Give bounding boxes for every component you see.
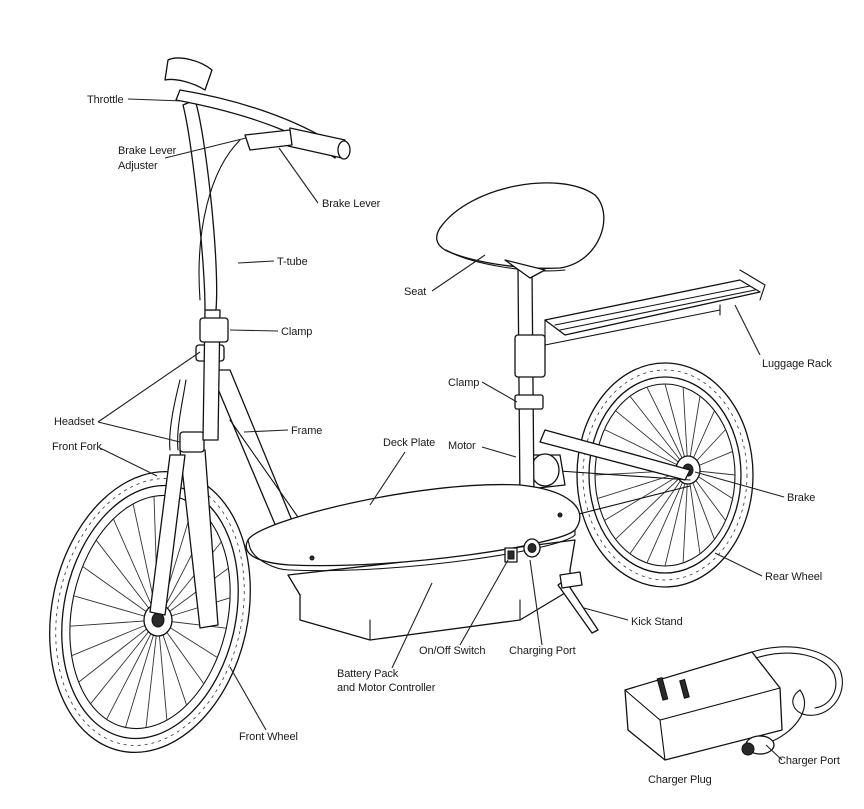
deck-and-battery: [245, 483, 581, 641]
label-charging-port: Charging Port: [509, 645, 576, 657]
wheel-spoke: [615, 410, 689, 471]
labels: Throttle Brake Lever Adjuster Brake Leve…: [52, 94, 840, 786]
label-deck-plate: Deck Plate: [383, 437, 435, 449]
wheel-spoke: [615, 469, 689, 540]
wheel-spoke: [69, 619, 159, 627]
label-seat: Seat: [404, 286, 426, 298]
label-brake: Brake: [787, 492, 815, 504]
leader-lines: [97, 98, 785, 761]
t-tube-and-handlebar: [164, 57, 351, 451]
label-brake-lever-adjuster-line1: Brake Lever: [118, 145, 177, 157]
wheel-spoke: [95, 539, 159, 621]
wheel-spoke: [629, 395, 689, 471]
wheel-spoke: [682, 469, 689, 563]
label-brake-lever: Brake Lever: [322, 198, 381, 210]
label-charger-plug: Charger Plug: [648, 774, 712, 786]
wheel-spoke: [90, 619, 159, 705]
luggage-rack: [544, 269, 766, 351]
wheel-spoke: [157, 619, 168, 721]
charger: [624, 646, 843, 761]
label-kick-stand: Kick Stand: [631, 616, 683, 628]
front-fork: [149, 344, 225, 629]
label-front-wheel: Front Wheel: [239, 731, 298, 743]
wheel-spoke: [78, 619, 159, 683]
label-rear-wheel: Rear Wheel: [765, 571, 822, 583]
wheel-spoke: [629, 469, 689, 555]
wheel-spoke: [646, 469, 689, 564]
label-on-off-switch: On/Off Switch: [419, 645, 485, 657]
wheel-spoke: [646, 386, 689, 471]
wheel-spoke: [664, 469, 689, 567]
label-battery-pack-line2: and Motor Controller: [337, 682, 436, 694]
label-clamp-front: Clamp: [281, 326, 312, 338]
label-motor: Motor: [448, 440, 476, 452]
wheel-spoke: [604, 429, 689, 471]
wheel-spoke: [82, 566, 159, 621]
seat-assembly: [436, 182, 605, 501]
kick-stand: [557, 571, 599, 634]
label-frame: Frame: [291, 425, 322, 437]
label-clamp-seat: Clamp: [448, 377, 479, 389]
wheel-spoke: [106, 619, 159, 720]
label-headset: Headset: [54, 416, 94, 428]
label-charger-port: Charger Port: [778, 755, 840, 767]
wheel-spoke: [145, 619, 159, 728]
label-throttle: Throttle: [87, 94, 124, 106]
label-t-tube: T-tube: [277, 256, 308, 268]
label-brake-lever-adjuster-line2: Adjuster: [118, 160, 158, 172]
wheel-spoke: [125, 619, 159, 728]
label-luggage-rack: Luggage Rack: [762, 358, 832, 370]
wheel-spoke: [71, 619, 159, 657]
label-battery-pack-line1: Battery Pack: [337, 668, 399, 680]
wheel-spoke: [664, 383, 689, 471]
label-front-fork: Front Fork: [52, 441, 102, 453]
